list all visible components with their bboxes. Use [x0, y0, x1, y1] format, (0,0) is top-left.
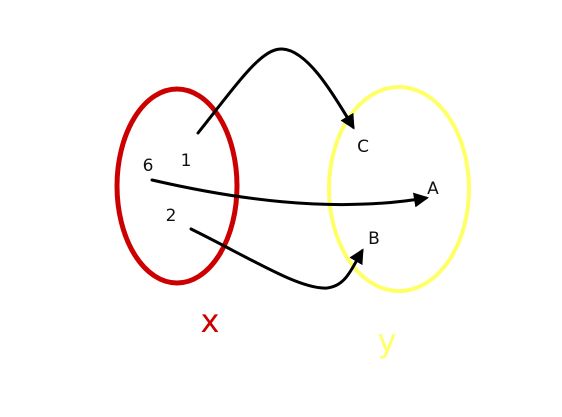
set-y-ellipse: [327, 85, 471, 293]
set-x-ellipse: [114, 86, 240, 286]
element-C: C: [357, 137, 369, 157]
set-x-label: x: [201, 302, 220, 340]
arrow-2-to-B: [189, 227, 364, 290]
element-B: B: [368, 229, 380, 249]
element-A: A: [427, 179, 439, 199]
arrow-6-to-A: [150, 178, 429, 208]
element-1: 1: [181, 151, 192, 171]
set-y-label: y: [378, 322, 397, 360]
element-2: 2: [166, 206, 177, 226]
element-6: 6: [143, 156, 154, 176]
arrow-1-to-C: [196, 47, 355, 135]
